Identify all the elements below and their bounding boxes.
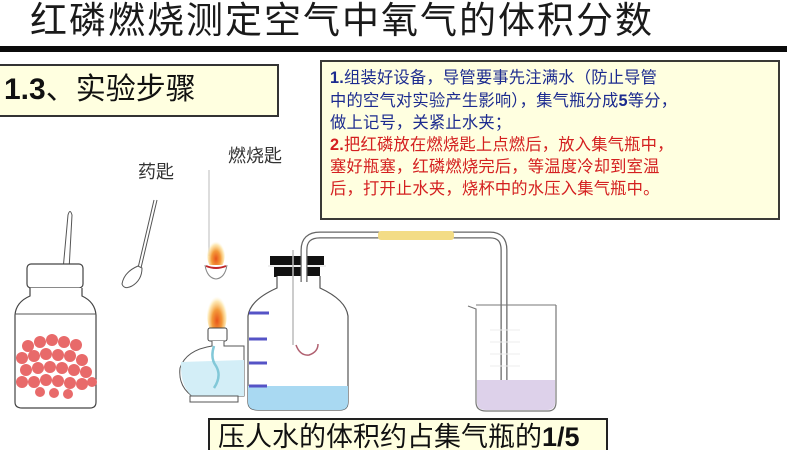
step-1: 1.组装好设备，导管要事先注满水（防止导管 中的空气对实验产生影响），集气瓶分成… (330, 67, 772, 134)
step-2-line-3: 后，打开止水夹，烧杯中的水压入集气瓶中。 (330, 178, 660, 198)
rubber-tube-icon (378, 231, 454, 240)
section-number: 1.3 (4, 73, 46, 106)
section-separator: 、 (45, 72, 76, 107)
section-heading: 1.3、实验步骤 (0, 64, 279, 117)
step-2: 2.把红磷放在燃烧匙上点燃后，放入集气瓶中， 塞好瓶塞，红磷燃烧完后，等温度冷却… (330, 134, 772, 200)
step-1-line-2-end: 等分， (627, 90, 678, 110)
step-1-line-3: 做上记号，关紧止水夹； (330, 113, 512, 132)
combustion-spoon-label: 燃烧匙 (228, 146, 282, 167)
glass-tube-icon (300, 231, 508, 384)
title-divider (0, 46, 787, 52)
step-2-number: 2. (330, 135, 344, 154)
combustion-spoon-icon (204, 170, 228, 280)
steps-box: 1.组装好设备，导管要事先注满水（防止导管 中的空气对实验产生影响），集气瓶分成… (320, 60, 780, 220)
step-1-parts-count: 5 (618, 91, 628, 110)
phosphorus-jar-icon (14, 211, 97, 409)
section-label: 实验步骤 (75, 72, 196, 107)
beaker-icon (467, 304, 557, 412)
conclusion-box: 压人水的体积约占集气瓶的1/5 (208, 418, 608, 450)
slide-title: 红磷燃烧测定空气中氧气的体积分数 (30, 0, 654, 42)
step-1-number: 1. (330, 69, 344, 87)
step-2-line-2: 塞好瓶塞，红磷燃烧完后，等温度冷却到室温 (330, 157, 660, 176)
step-1-line-1: 组装好设备，导管要事先注满水（防止导管 (343, 68, 658, 87)
medicine-spoon-icon (121, 199, 158, 289)
conclusion-text: 压人水的体积约占集气瓶的 (218, 422, 542, 450)
gas-collecting-bottle-icon (247, 250, 349, 411)
alcohol-lamp-icon (179, 292, 245, 403)
step-1-line-2: 中的空气对实验产生影响），集气瓶分成 (330, 90, 619, 110)
conclusion-fraction: 1/5 (542, 422, 580, 450)
medicine-spoon-label: 药匙 (138, 162, 174, 183)
step-2-line-1: 把红磷放在燃烧匙上点燃后，放入集气瓶中， (343, 134, 674, 154)
